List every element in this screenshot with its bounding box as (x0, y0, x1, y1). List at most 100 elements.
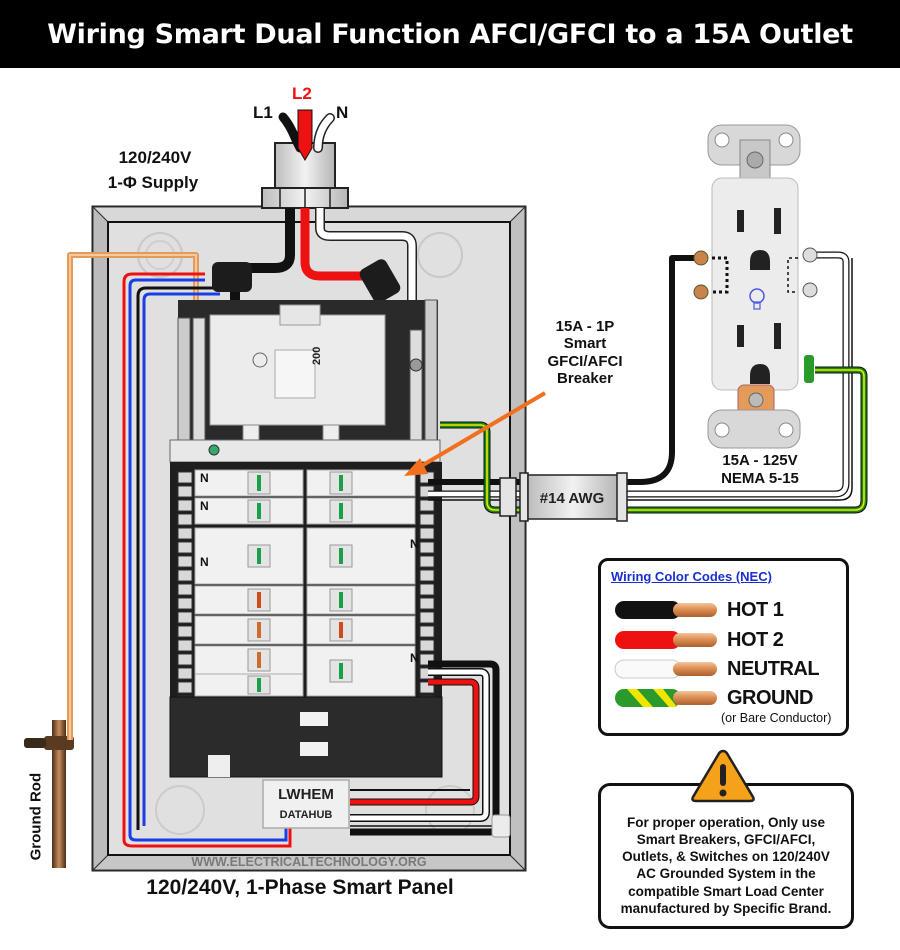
main-breaker-rating: 200 (311, 347, 323, 365)
neutral-label: N (336, 103, 349, 122)
outlet-type: NEMA 5-15 (721, 470, 799, 487)
terminal-screw (419, 611, 435, 624)
terminal-screw (177, 653, 193, 666)
branch-breaker[interactable] (194, 673, 304, 697)
supply-phase-label: 1-Φ Supply (107, 173, 199, 192)
branch-breaker[interactable] (306, 469, 416, 497)
legend-item-neutral: NEUTRAL (613, 656, 820, 682)
terminal-screw (177, 611, 193, 624)
terminal-screw (419, 541, 435, 554)
warning-line: manufactured by Specific Brand. (620, 900, 832, 916)
ground-rod (24, 720, 74, 868)
branch-breaker[interactable] (194, 585, 304, 615)
terminal-screw (177, 639, 193, 652)
neutral-bar-left (177, 317, 206, 459)
branch-breaker[interactable] (194, 645, 304, 675)
panel-caption: 120/240V, 1-Phase Smart Panel (146, 876, 454, 899)
terminal-screw (177, 681, 193, 694)
warning-line: AC Grounded System in the (636, 866, 816, 882)
ground-rod-label: Ground Rod (27, 772, 45, 861)
terminal-screw (177, 513, 193, 526)
terminal-screw (177, 569, 193, 582)
terminal-screw (419, 555, 435, 568)
callout-line: Smart (563, 335, 607, 353)
terminal-screw (177, 597, 193, 610)
warning-line: compatible Smart Load Center (628, 883, 824, 899)
terminal-screw (419, 569, 435, 582)
wiring-color-legend: Wiring Color Codes (NEC) HOT 1 HOT 2 NEU… (598, 558, 849, 736)
branch-breaker[interactable] (306, 497, 416, 525)
l2-incoming-wire (297, 109, 313, 161)
l1-incoming-wire (278, 112, 305, 153)
neutral-terminal-marker: N (200, 471, 209, 485)
watermark: WWW.ELECTRICALTECHNOLOGY.ORG (191, 855, 426, 869)
terminal-screw (419, 625, 435, 638)
branch-breaker[interactable] (306, 645, 416, 697)
branch-breaker[interactable] (194, 497, 304, 525)
terminal-screw (419, 681, 435, 694)
warning-box: For proper operation, Only use Smart Bre… (598, 783, 854, 929)
light-bulb-icon (749, 288, 765, 304)
warning-line: Outlets, & Switches on 120/240V (622, 849, 830, 865)
neutral-terminal-marker: N (200, 499, 209, 513)
l2-label: L2 (292, 84, 312, 103)
green-yellow-wire-icon (615, 689, 717, 707)
warning-triangle-icon (691, 749, 755, 803)
terminal-screw (177, 583, 193, 596)
callout-line: GFCI/AFCI (547, 352, 623, 370)
neutral-bar-right (409, 299, 438, 461)
legend-label: HOT 1 (727, 598, 784, 621)
terminal-screw (419, 583, 435, 596)
cable-14awg: #14 AWG (499, 472, 628, 522)
legend-ground-note: (or Bare Conductor) (721, 711, 832, 725)
branch-breaker[interactable] (306, 615, 416, 645)
terminal-screw (177, 499, 193, 512)
bond-wire-red (122, 272, 205, 840)
terminal-screw (177, 667, 193, 680)
terminal-screw (419, 499, 435, 512)
neutral-terminal-marker: N (410, 537, 419, 551)
branch-breaker[interactable] (306, 585, 416, 615)
callout-line: 15A - 1P (555, 318, 615, 335)
terminal-screw (177, 625, 193, 638)
legend-title[interactable]: Wiring Color Codes (NEC) (611, 569, 772, 584)
branch-breaker[interactable] (194, 527, 304, 585)
cable-label: #14 AWG (540, 490, 604, 507)
bond-wire-blue (128, 278, 205, 835)
neutral-terminal-marker: N (200, 555, 209, 569)
legend-item-hot1: HOT 1 (613, 597, 784, 623)
red-wire-icon (615, 631, 717, 649)
l1-label: L1 (253, 103, 273, 122)
branch-breaker[interactable] (306, 527, 416, 585)
callout-line: Breaker (557, 369, 613, 387)
terminal-screw (419, 527, 435, 540)
terminal-screw (177, 541, 193, 554)
branch-hot-wire (428, 255, 700, 485)
legend-item-hot2: HOT 2 (613, 627, 784, 653)
terminal-screw (177, 485, 193, 498)
terminal-screw (177, 527, 193, 540)
breaker-callout: 15A - 1P Smart GFCI/AFCI Breaker (530, 318, 640, 387)
terminal-screw (177, 555, 193, 568)
main-breaker[interactable]: 200 (178, 300, 438, 446)
terminal-screw (419, 513, 435, 526)
terminal-screw (419, 653, 435, 666)
datahub-subtitle: DATAHUB (280, 809, 333, 821)
supply-voltage-label: 120/240V (118, 148, 192, 167)
branch-breaker[interactable] (194, 469, 304, 497)
legend-label: NEUTRAL (727, 657, 820, 680)
warning-line: For proper operation, Only use (626, 815, 826, 830)
legend-label: GROUND (727, 686, 813, 709)
terminal-screw (419, 639, 435, 652)
page-title: Wiring Smart Dual Function AFCI/GFCI to … (0, 0, 900, 68)
datahub-module: LWHEM DATAHUB (262, 779, 350, 829)
terminal-screw (419, 597, 435, 610)
breaker-callout-arrow (404, 391, 547, 476)
warning-line: Smart Breakers, GFCI/AFCI, (636, 832, 816, 848)
black-wire-icon (615, 601, 717, 619)
datahub-title: LWHEM (278, 786, 334, 803)
branch-breaker[interactable] (194, 615, 304, 645)
duplex-receptacle[interactable] (693, 124, 818, 449)
terminal-screw (177, 471, 193, 484)
